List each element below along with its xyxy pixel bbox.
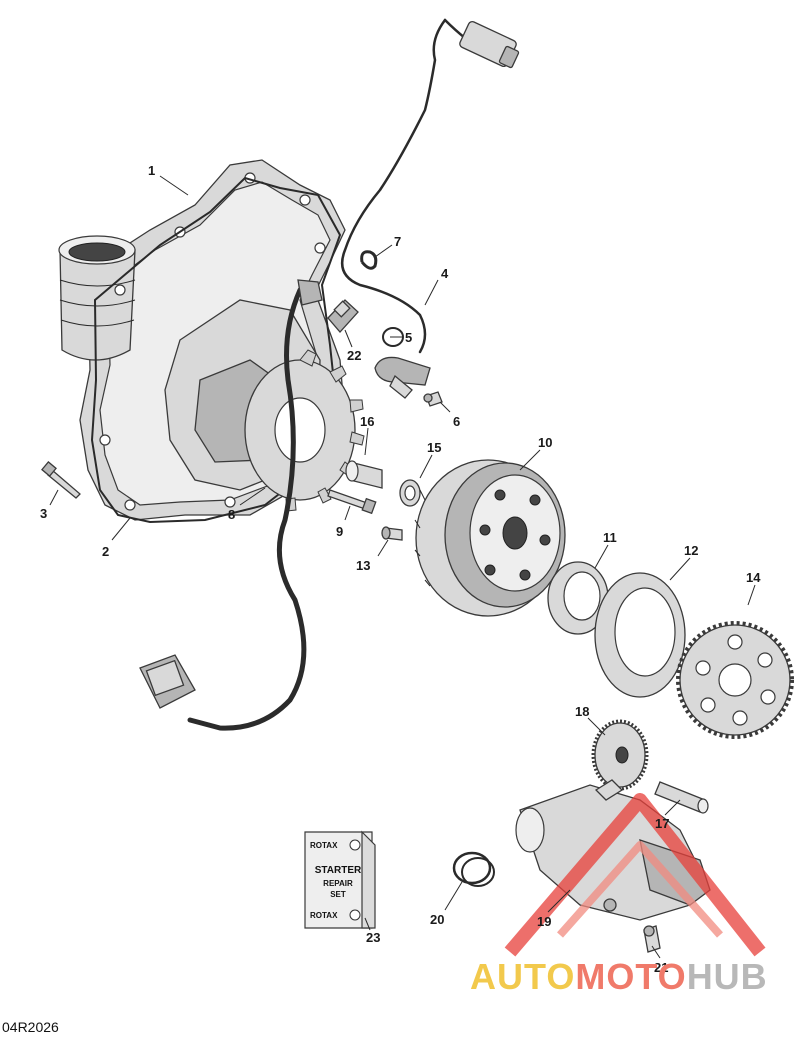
callout-16: 16	[360, 414, 374, 429]
callout-19: 19	[537, 914, 551, 929]
callout-17: 17	[655, 816, 669, 831]
screw-9	[327, 489, 377, 515]
kit-line2: REPAIR	[323, 879, 353, 888]
automotohub-logo	[504, 793, 766, 957]
screw-21	[643, 925, 661, 953]
idler-shaft	[654, 781, 709, 814]
screw-6	[423, 391, 443, 407]
kit-line1: STARTER	[315, 865, 362, 876]
leader-lines	[49, 175, 756, 959]
sensor-22	[327, 299, 359, 333]
thrust-ring	[594, 572, 686, 698]
callout-11: 11	[603, 530, 617, 545]
bolt-13	[381, 526, 403, 541]
callout-14: 14	[746, 570, 761, 585]
stator-harness	[139, 279, 323, 731]
starter-ring-gear	[676, 621, 794, 739]
callout-7: 7	[394, 234, 401, 249]
screw-3	[41, 461, 81, 499]
callout-9: 9	[336, 524, 343, 539]
rotor-flywheel	[414, 459, 566, 617]
sensor-harness	[340, 18, 520, 354]
o-ring-20	[452, 851, 495, 887]
o-ring	[382, 327, 404, 347]
callout-6: 6	[453, 414, 460, 429]
pin-16	[345, 460, 383, 489]
starter-repair-kit-card: ROTAX STARTER REPAIR SET ROTAX	[304, 830, 376, 929]
callout-4: 4	[441, 266, 449, 281]
watermark-moto: MOTO	[575, 956, 687, 997]
stator	[244, 349, 365, 512]
idler-gear	[591, 719, 649, 791]
sprag-clutch	[547, 561, 609, 635]
kit-brand-bottom: ROTAX	[310, 911, 338, 920]
callout-8: 8	[228, 507, 235, 522]
callout-22: 22	[347, 348, 361, 363]
position-sensor	[374, 356, 431, 399]
callout-3: 3	[40, 506, 47, 521]
callout-1: 1	[148, 163, 155, 178]
callout-23: 23	[366, 930, 380, 945]
kit-line3: SET	[330, 890, 346, 899]
callout-2: 2	[102, 544, 109, 559]
callout-12: 12	[684, 543, 698, 558]
harness-clip	[360, 250, 378, 270]
callout-numbers: 1 2 3 4 5 6 7 8 9 10 11 12 13 14 15 16 1…	[40, 163, 761, 975]
callout-5: 5	[405, 330, 412, 345]
washer-15	[399, 479, 421, 507]
callout-13: 13	[356, 558, 370, 573]
watermark-hub: HUB	[686, 956, 768, 997]
diagram-code: 04R2026	[2, 1019, 59, 1035]
callout-20: 20	[430, 912, 444, 927]
callout-10: 10	[538, 435, 552, 450]
callout-21: 21	[654, 960, 668, 975]
kit-brand-top: ROTAX	[310, 841, 338, 850]
automotohub-watermark: AUTOMOTOHUB	[470, 956, 768, 998]
callout-18: 18	[575, 704, 589, 719]
callout-15: 15	[427, 440, 441, 455]
watermark-auto: AUTO	[470, 956, 576, 997]
